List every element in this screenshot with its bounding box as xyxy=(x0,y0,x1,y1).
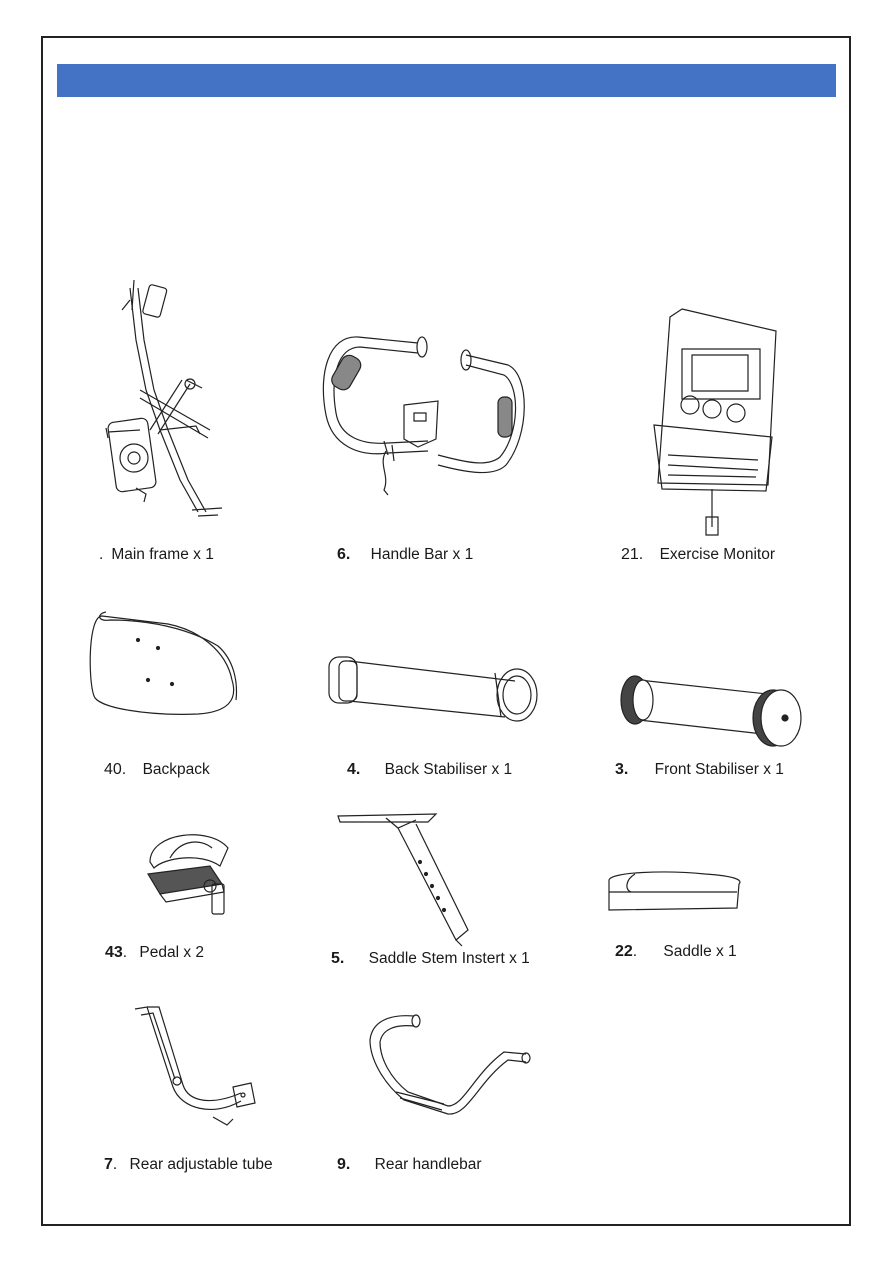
part-number: 9. xyxy=(337,1156,351,1173)
part-number: 5. xyxy=(331,950,345,967)
part-caption: 21. Exercise Monitor xyxy=(621,546,775,564)
part-label: Back Stabiliser x 1 xyxy=(384,761,513,778)
part-caption: 6. Handle Bar x 1 xyxy=(337,546,473,564)
part-label: Exercise Monitor xyxy=(659,546,775,563)
part-number: 7 xyxy=(104,1156,113,1173)
part-label: Pedal x 2 xyxy=(139,944,205,961)
part-number: 22 xyxy=(615,943,633,960)
part-separator: . xyxy=(99,546,104,563)
part-caption: 40. Backpack xyxy=(104,761,210,779)
part-caption: . Main frame x 1 xyxy=(99,546,214,564)
part-separator: . xyxy=(632,943,638,960)
handle-bar-illustration xyxy=(318,325,533,500)
part-label: Saddle x 1 xyxy=(663,943,737,960)
part-caption: 22. Saddle x 1 xyxy=(615,943,737,961)
part-number: 43 xyxy=(105,944,123,961)
part-number: 4. xyxy=(347,761,361,778)
saddle-stem-insert-illustration xyxy=(336,812,476,947)
part-label: Saddle Stem Instert x 1 xyxy=(368,950,530,967)
part-label: Main frame x 1 xyxy=(111,546,214,563)
part-caption: 43. Pedal x 2 xyxy=(105,944,204,962)
part-label: Rear handlebar xyxy=(374,1156,482,1173)
rear-handlebar-illustration xyxy=(368,1012,533,1127)
part-separator: . xyxy=(122,944,128,961)
part-label: Handle Bar x 1 xyxy=(370,546,474,563)
front-stabiliser-illustration xyxy=(617,672,807,748)
part-number: 21. xyxy=(621,546,644,563)
part-number: 40. xyxy=(104,761,127,778)
part-label: Backpack xyxy=(142,761,210,778)
part-caption: 4. Back Stabiliser x 1 xyxy=(347,761,512,779)
part-caption: 7. Rear adjustable tube xyxy=(104,1156,273,1174)
exercise-monitor-illustration xyxy=(648,305,784,535)
part-label: Rear adjustable tube xyxy=(129,1156,273,1173)
main-frame-illustration xyxy=(100,280,230,520)
part-caption: 3. Front Stabiliser x 1 xyxy=(615,761,784,779)
section-header-bar xyxy=(57,64,836,97)
part-caption: 9. Rear handlebar xyxy=(337,1156,482,1174)
page-border xyxy=(41,36,851,1226)
saddle-illustration xyxy=(605,870,743,915)
rear-adjustable-tube-illustration xyxy=(133,1005,263,1130)
pedal-illustration xyxy=(140,822,235,917)
backpack-illustration xyxy=(88,610,238,720)
part-separator: . xyxy=(112,1156,118,1173)
part-number: 6. xyxy=(337,546,351,563)
back-stabiliser-illustration xyxy=(325,655,540,725)
part-caption: 5. Saddle Stem Instert x 1 xyxy=(331,950,530,968)
part-label: Front Stabiliser x 1 xyxy=(654,761,784,778)
part-number: 3. xyxy=(615,761,629,778)
